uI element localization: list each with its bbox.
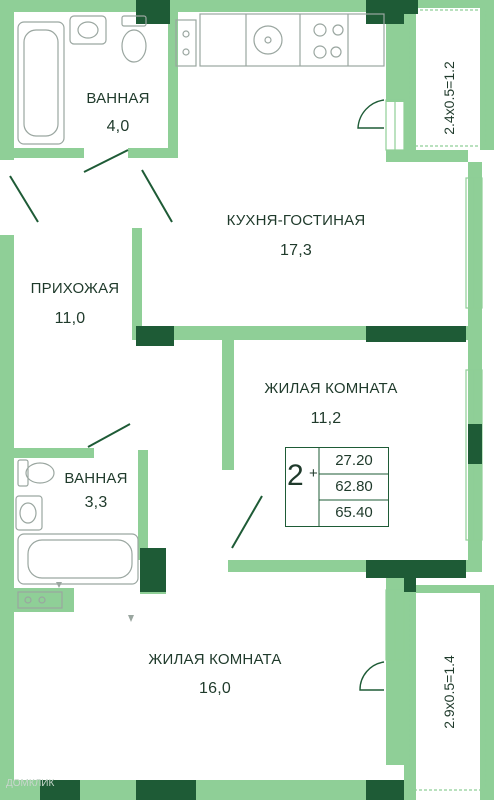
fixture-marks xyxy=(56,582,134,622)
room-bath2-name: ВАННАЯ xyxy=(64,470,128,487)
watermark: ДОМКЛИК xyxy=(6,778,55,789)
balcony-top-label: 2.4x0.5=1.2 xyxy=(441,61,457,135)
room-kitchen-area: 17,3 xyxy=(280,242,312,259)
room-bath1-area: 4,0 xyxy=(106,118,130,135)
fixtures xyxy=(15,13,385,609)
room-count-plus: + xyxy=(309,465,318,482)
room-hall-name: ПРИХОЖАЯ xyxy=(30,280,120,297)
total-area-value: 62.80 xyxy=(335,478,373,495)
room-bedroom1-area: 11,2 xyxy=(310,410,342,427)
door-swings xyxy=(357,99,385,691)
area-summary-frame xyxy=(285,447,389,527)
room-bath2-area: 3,3 xyxy=(84,494,108,511)
living-area-value: 27.20 xyxy=(335,452,373,469)
room-hall-area: 11,0 xyxy=(54,310,86,327)
room-bath1-name: ВАННАЯ xyxy=(86,90,150,107)
doors xyxy=(9,149,263,549)
room-count: 2 xyxy=(287,459,304,492)
total-with-balconies-value: 65.40 xyxy=(335,504,373,521)
room-bedroom2-area: 16,0 xyxy=(199,680,231,697)
room-bedroom2-name: ЖИЛАЯ КОМНАТА xyxy=(148,651,282,668)
area-summary: 2 + 27.20 62.80 65.40 xyxy=(285,447,389,527)
room-bedroom1-name: ЖИЛАЯ КОМНАТА xyxy=(264,380,398,397)
room-kitchen-name: КУХНЯ-ГОСТИНАЯ xyxy=(226,212,366,229)
columns xyxy=(40,0,482,800)
balcony-bottom-label: 2.9x0.5=1.4 xyxy=(441,655,457,729)
